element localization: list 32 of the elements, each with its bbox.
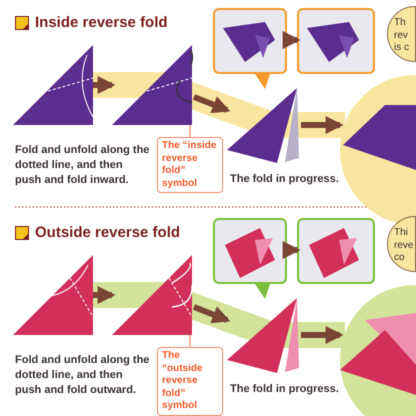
callout-box: The “outside reverse fold” symbol [157, 347, 223, 416]
paper-fold-drawing [227, 298, 301, 376]
circle-background [340, 75, 416, 225]
arrow [192, 304, 230, 324]
step-caption: The fold in progress. [230, 172, 340, 187]
photo-placeholder [297, 218, 375, 284]
photo-placeholder [213, 8, 287, 74]
leader-line [189, 335, 191, 347]
arrow [93, 76, 116, 94]
paper-triangle-drawing [112, 45, 194, 125]
photo-placeholder [213, 218, 287, 284]
paper-triangle-drawing [13, 45, 93, 125]
speech-bubble: Thi reve co [387, 216, 416, 272]
section-heading: Outside reverse fold [35, 223, 180, 243]
arrow [301, 116, 344, 134]
step-caption: Fold and unfold along the dotted line, and then push and fold inward. [15, 143, 150, 188]
paper-triangle-drawing [112, 255, 194, 335]
section-heading: Inside reverse fold [35, 13, 168, 33]
arrow [282, 31, 301, 49]
step-caption: The fold in progress. [230, 382, 340, 397]
circle-background [340, 285, 416, 416]
paper-triangle-drawing [13, 255, 93, 335]
callout-box: The “inside reverse fold” symbol [157, 137, 223, 193]
photo-placeholder [297, 8, 375, 74]
leader-line [189, 125, 191, 137]
arrow [282, 241, 301, 259]
paper-fold-drawing [227, 88, 301, 166]
arrow [192, 94, 230, 114]
speech-bubble: Th rev is c [387, 6, 416, 62]
arrow [93, 286, 116, 304]
arrow [301, 326, 344, 344]
step-caption: Fold and unfold along the dotted line, and then push and fold outward. [15, 353, 150, 398]
